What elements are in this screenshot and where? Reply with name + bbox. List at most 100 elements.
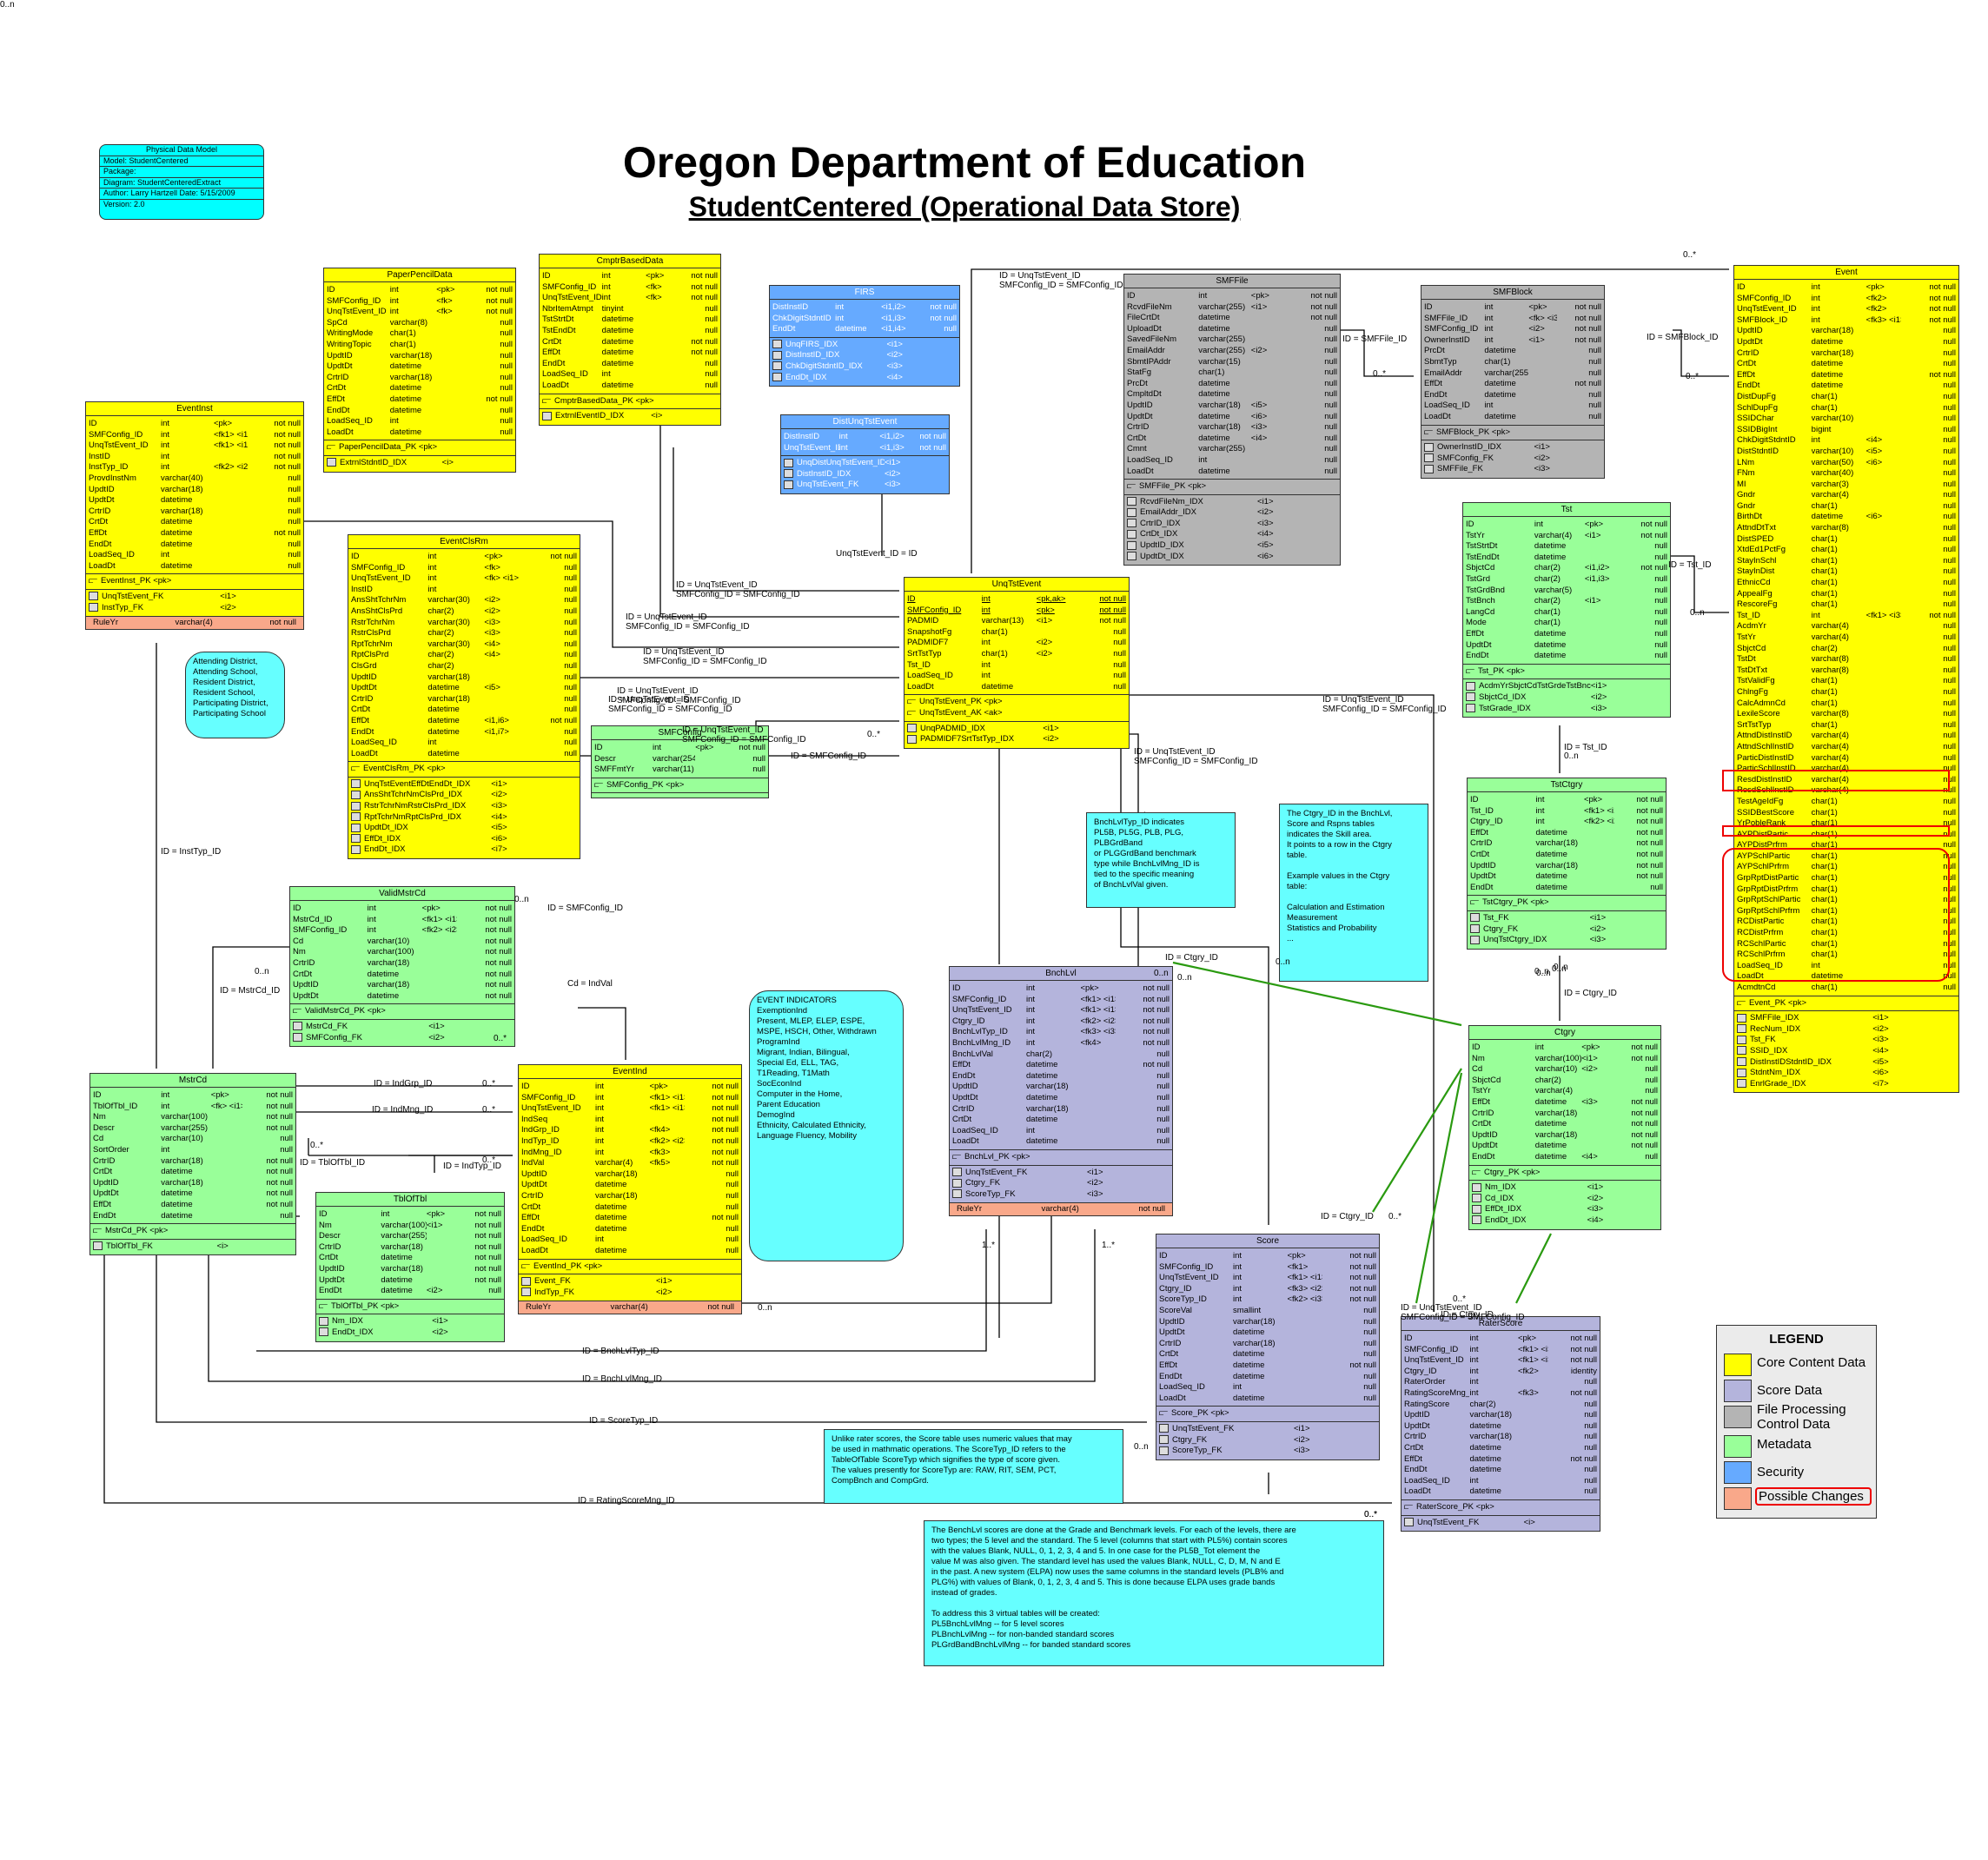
column-cell: CrtrID [327, 372, 349, 382]
column-cell: null [288, 484, 301, 494]
column-cell: CrtDt [89, 517, 109, 527]
column-cell: null [1943, 523, 1956, 533]
relationship-label: 0..* [310, 1141, 324, 1150]
column-cell: datetime [160, 560, 193, 571]
column-cell: datetime [1484, 389, 1516, 400]
column-cell: null [1363, 1338, 1376, 1348]
column-cell: not null [712, 1092, 739, 1102]
column-cell: null [288, 495, 301, 506]
column-cell: null [1324, 323, 1337, 334]
possible-change-cell: RuleYr [526, 1302, 552, 1313]
column-cell: ClsGrd [351, 660, 377, 671]
column-cell: char(1) [1811, 566, 1838, 577]
column-cell: int [1469, 1366, 1479, 1376]
index-icon [907, 724, 917, 733]
column-cell: int [1484, 400, 1494, 411]
column-cell [484, 672, 520, 684]
column-cell: TstYr [1466, 530, 1485, 540]
entity-indexes: OwnerInstID_IDX<i1>SMFConfig_FK<i2>SMFFi… [1421, 440, 1604, 478]
column-cell [214, 550, 248, 561]
column-cell: null [1654, 606, 1667, 617]
column-cell [484, 585, 520, 596]
column-cell: SMFConfig_ID [1404, 1344, 1459, 1354]
legend-label: Core Content Data [1757, 1355, 1866, 1370]
column-cell: DistInstID [784, 432, 820, 441]
column-cell [1866, 676, 1901, 687]
index-icon [784, 458, 793, 467]
column-cell [436, 328, 466, 340]
column-cell [436, 373, 466, 384]
relationship-label: 0..n [758, 1303, 772, 1313]
column-cell [436, 416, 466, 427]
column-cell [1288, 1317, 1322, 1328]
column-cell: int [1233, 1251, 1242, 1261]
index-icon [1424, 464, 1434, 473]
index-name: UnqTstEvent_FK [1404, 1518, 1524, 1529]
column-cell: ID [521, 1082, 530, 1091]
primary-key-row: ⫍SMFFile_PK <pk> [1124, 480, 1340, 495]
column-cell: null [705, 369, 718, 380]
primary-key-row: ⫍ValidMstrCd_PK <pk> [290, 1004, 514, 1020]
primary-key-row: ⫍CmptrBasedData_PK <pk> [540, 394, 720, 410]
column-cell: null [1363, 1327, 1376, 1338]
index-row: RcvdFileNm_IDX<i1> [1127, 497, 1337, 508]
column-cell: UnqTstEvent_ID [521, 1103, 581, 1114]
column-cell: <fk4> [1080, 1037, 1102, 1048]
index-icon [1424, 442, 1434, 452]
column-cell [484, 705, 520, 716]
column-cell: char(1) [1811, 905, 1838, 916]
column-cell: CrtDt [521, 1201, 541, 1212]
column-cell [427, 1264, 456, 1275]
column-cell: null [1654, 585, 1667, 595]
alternate-key-text: UnqTstEvent_AK <ak> [919, 707, 1003, 718]
column-cell: <fk2> <i2> [1080, 1016, 1116, 1026]
column-cell: SbjctCd [1466, 563, 1495, 573]
relationship-label: ID = RatingScoreMng_ID [578, 1496, 675, 1506]
column-cell: <pk> [1581, 1043, 1600, 1052]
column-cell: RCDistPartic [1737, 917, 1785, 927]
index-row: UnqPADMID_IDX<i1> [907, 724, 1126, 735]
index-icon [1127, 540, 1136, 550]
column-cell: <i4> [1250, 433, 1268, 443]
column-cell: null [1324, 389, 1337, 400]
possible-change-cell: not null [707, 1302, 734, 1313]
column-cell: UpdtID [1472, 1129, 1498, 1140]
column-cell: varchar(255) [1198, 334, 1246, 345]
column-cell: null [752, 765, 765, 775]
entity-indexes: SMFFile_IDX<i1>RecNum_IDX<i2>Tst_FK<i3>S… [1734, 1011, 1958, 1092]
column-cell [1866, 370, 1901, 381]
column-cell: char(1) [1811, 895, 1838, 905]
column-cell: Nm [293, 947, 306, 957]
column-cell: Descr [93, 1122, 115, 1133]
key-icon: ⫍ [1404, 1501, 1414, 1512]
column-cell: null [1363, 1349, 1376, 1360]
entity-indexes: UnqTstEvent_FK<i1>InstTyp_FK<i2> [86, 590, 303, 616]
column-cell: varchar(18) [1026, 1082, 1069, 1092]
column-cell [1866, 534, 1901, 546]
column-cell: Ctgry_ID [1470, 817, 1503, 827]
index-name: RecNum_IDX [1737, 1024, 1872, 1036]
column-cell: int [427, 738, 437, 748]
column-cell: varchar(18) [381, 1241, 423, 1252]
column-cell: <pk> [646, 271, 665, 281]
primary-key-row: ⫍TstCtgry_PK <pk> [1468, 896, 1666, 911]
alternate-key-label: ⫍UnqTstEvent_AK <ak> [907, 708, 1126, 719]
column-cell: datetime [1534, 628, 1567, 639]
column-cell: char(1) [1811, 719, 1838, 730]
column-cell: NbrItemAtmpt [542, 303, 593, 314]
